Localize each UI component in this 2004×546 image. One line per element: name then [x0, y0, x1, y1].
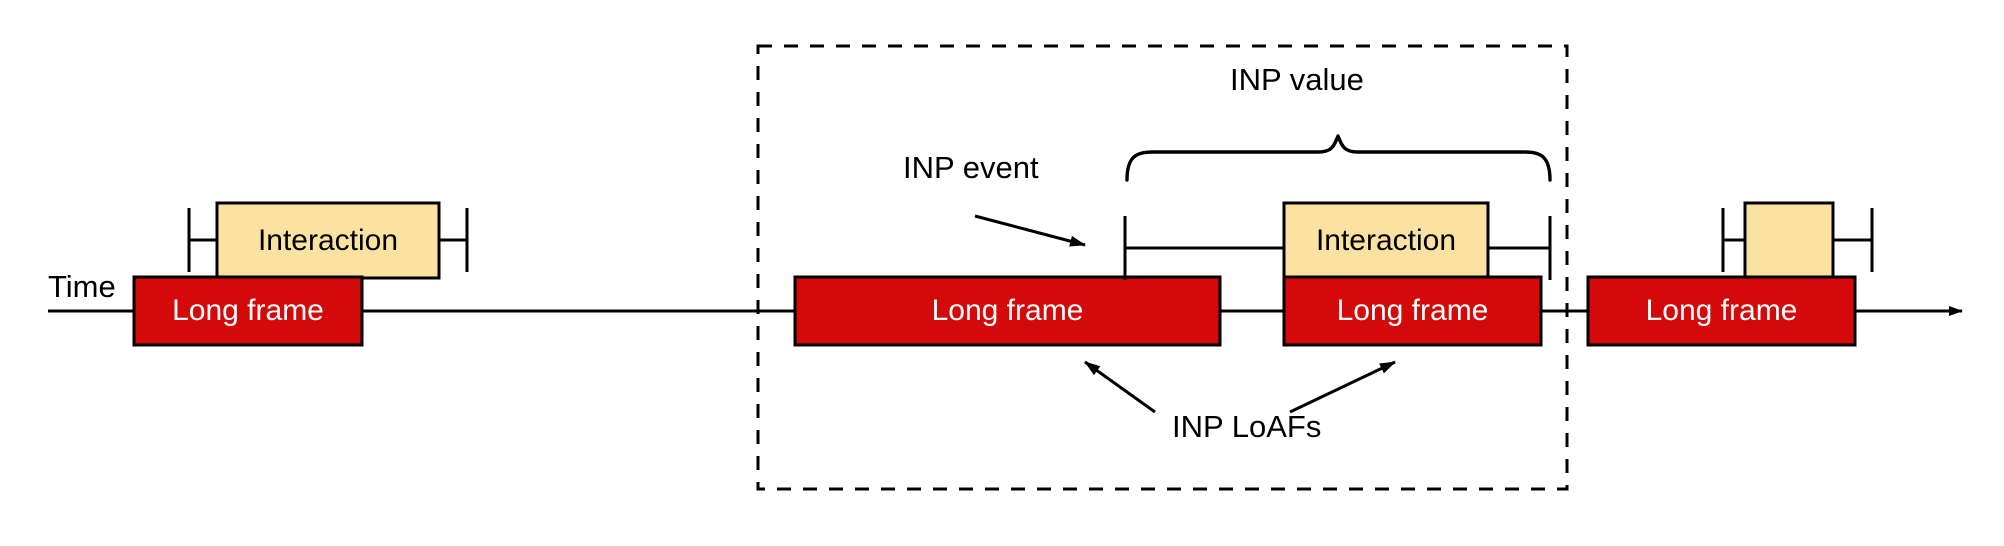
group-left	[132, 201, 469, 347]
long-frame-box-3	[1282, 275, 1543, 347]
inp-value-brace	[1125, 134, 1552, 182]
inp-event-label: INP event	[903, 150, 1039, 185]
time-axis-label: Time	[48, 269, 116, 304]
long-frame-box-4	[1586, 275, 1857, 347]
group-right	[1586, 201, 1874, 347]
interaction-box-3	[1743, 201, 1835, 280]
long-frame-box-1	[132, 275, 364, 347]
interaction-box-2	[1282, 201, 1490, 280]
inp-event-arrow	[974, 214, 1086, 247]
group-middle-second	[1123, 201, 1552, 347]
group-middle-first	[793, 275, 1222, 347]
interaction-box-1	[215, 201, 441, 280]
inp-loafs-label: INP LoAFs	[1172, 409, 1322, 444]
inp-loafs-arrow-left	[1084, 360, 1156, 414]
long-frame-box-2	[793, 275, 1222, 347]
inp-loafs-arrow-right	[1289, 360, 1396, 414]
inp-value-label: INP value	[1230, 62, 1364, 97]
